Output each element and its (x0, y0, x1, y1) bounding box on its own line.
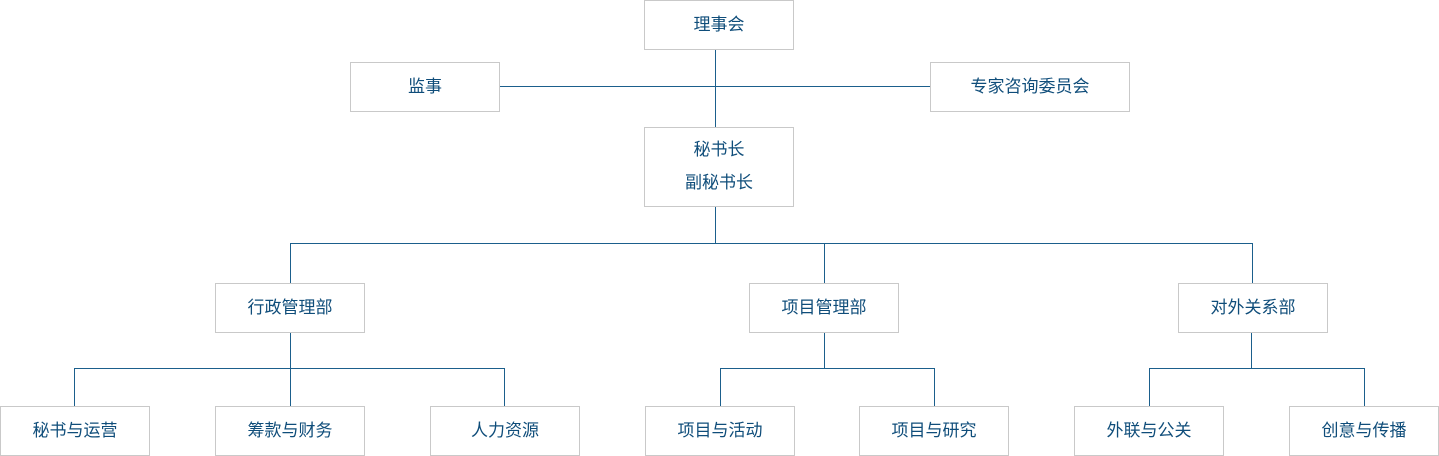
node-expert-committee-label: 专家咨询委员会 (970, 76, 1090, 97)
connector-admin-unit-2 (290, 368, 291, 406)
connector-board-to-secretary (715, 49, 716, 127)
node-unit-label: 外联与公关 (1106, 420, 1192, 441)
node-dept-admin: 行政管理部 (215, 283, 365, 333)
node-unit-human-resources: 人力资源 (430, 406, 580, 456)
node-unit-label: 人力资源 (471, 420, 539, 441)
node-expert-committee: 专家咨询委员会 (930, 62, 1130, 112)
connector-external-down (1251, 332, 1252, 369)
node-unit-secretary-operations: 秘书与运营 (0, 406, 150, 456)
node-dept-project-label: 项目管理部 (781, 297, 867, 318)
node-dept-external-label: 对外关系部 (1210, 297, 1296, 318)
connector-external-units-bar (1149, 368, 1365, 369)
connector-project-down (824, 332, 825, 369)
node-dept-project: 项目管理部 (749, 283, 899, 333)
node-unit-fundraising-finance: 筹款与财务 (215, 406, 365, 456)
node-unit-label: 秘书与运营 (32, 420, 118, 441)
connector-departments-bar (290, 243, 1253, 244)
connector-project-unit-2 (934, 368, 935, 406)
node-dept-external: 对外关系部 (1178, 283, 1328, 333)
node-board: 理事会 (644, 0, 794, 50)
node-secretary-general-label: 秘书长 (693, 140, 745, 160)
connector-secretary-down (715, 206, 716, 244)
node-deputy-secretary-general-label: 副秘书长 (685, 173, 753, 193)
connector-external-unit-1 (1149, 368, 1150, 406)
node-board-label: 理事会 (693, 14, 745, 35)
connector-admin-down (290, 332, 291, 369)
node-unit-creative-communication: 创意与传播 (1289, 406, 1439, 456)
connector-to-external-dept (1252, 243, 1253, 283)
connector-external-unit-2 (1364, 368, 1365, 406)
node-dept-admin-label: 行政管理部 (247, 297, 333, 318)
connector-admin-unit-1 (74, 368, 75, 406)
node-unit-label: 创意与传播 (1321, 420, 1407, 441)
node-supervisor: 监事 (350, 62, 500, 112)
connector-to-admin-dept (290, 243, 291, 283)
connector-supervisor-to-experts (499, 86, 931, 87)
node-supervisor-label: 监事 (408, 76, 442, 97)
connector-project-unit-1 (720, 368, 721, 406)
connector-to-project-dept (824, 243, 825, 283)
node-unit-label: 项目与研究 (891, 420, 977, 441)
node-unit-label: 项目与活动 (677, 420, 763, 441)
connector-admin-units-bar (74, 368, 505, 369)
node-unit-label: 筹款与财务 (247, 420, 333, 441)
node-unit-projects-research: 项目与研究 (859, 406, 1009, 456)
node-unit-outreach-pr: 外联与公关 (1074, 406, 1224, 456)
connector-admin-unit-3 (504, 368, 505, 406)
connector-project-units-bar (720, 368, 935, 369)
node-unit-projects-activities: 项目与活动 (645, 406, 795, 456)
node-secretary-general: 秘书长 副秘书长 (644, 127, 794, 207)
